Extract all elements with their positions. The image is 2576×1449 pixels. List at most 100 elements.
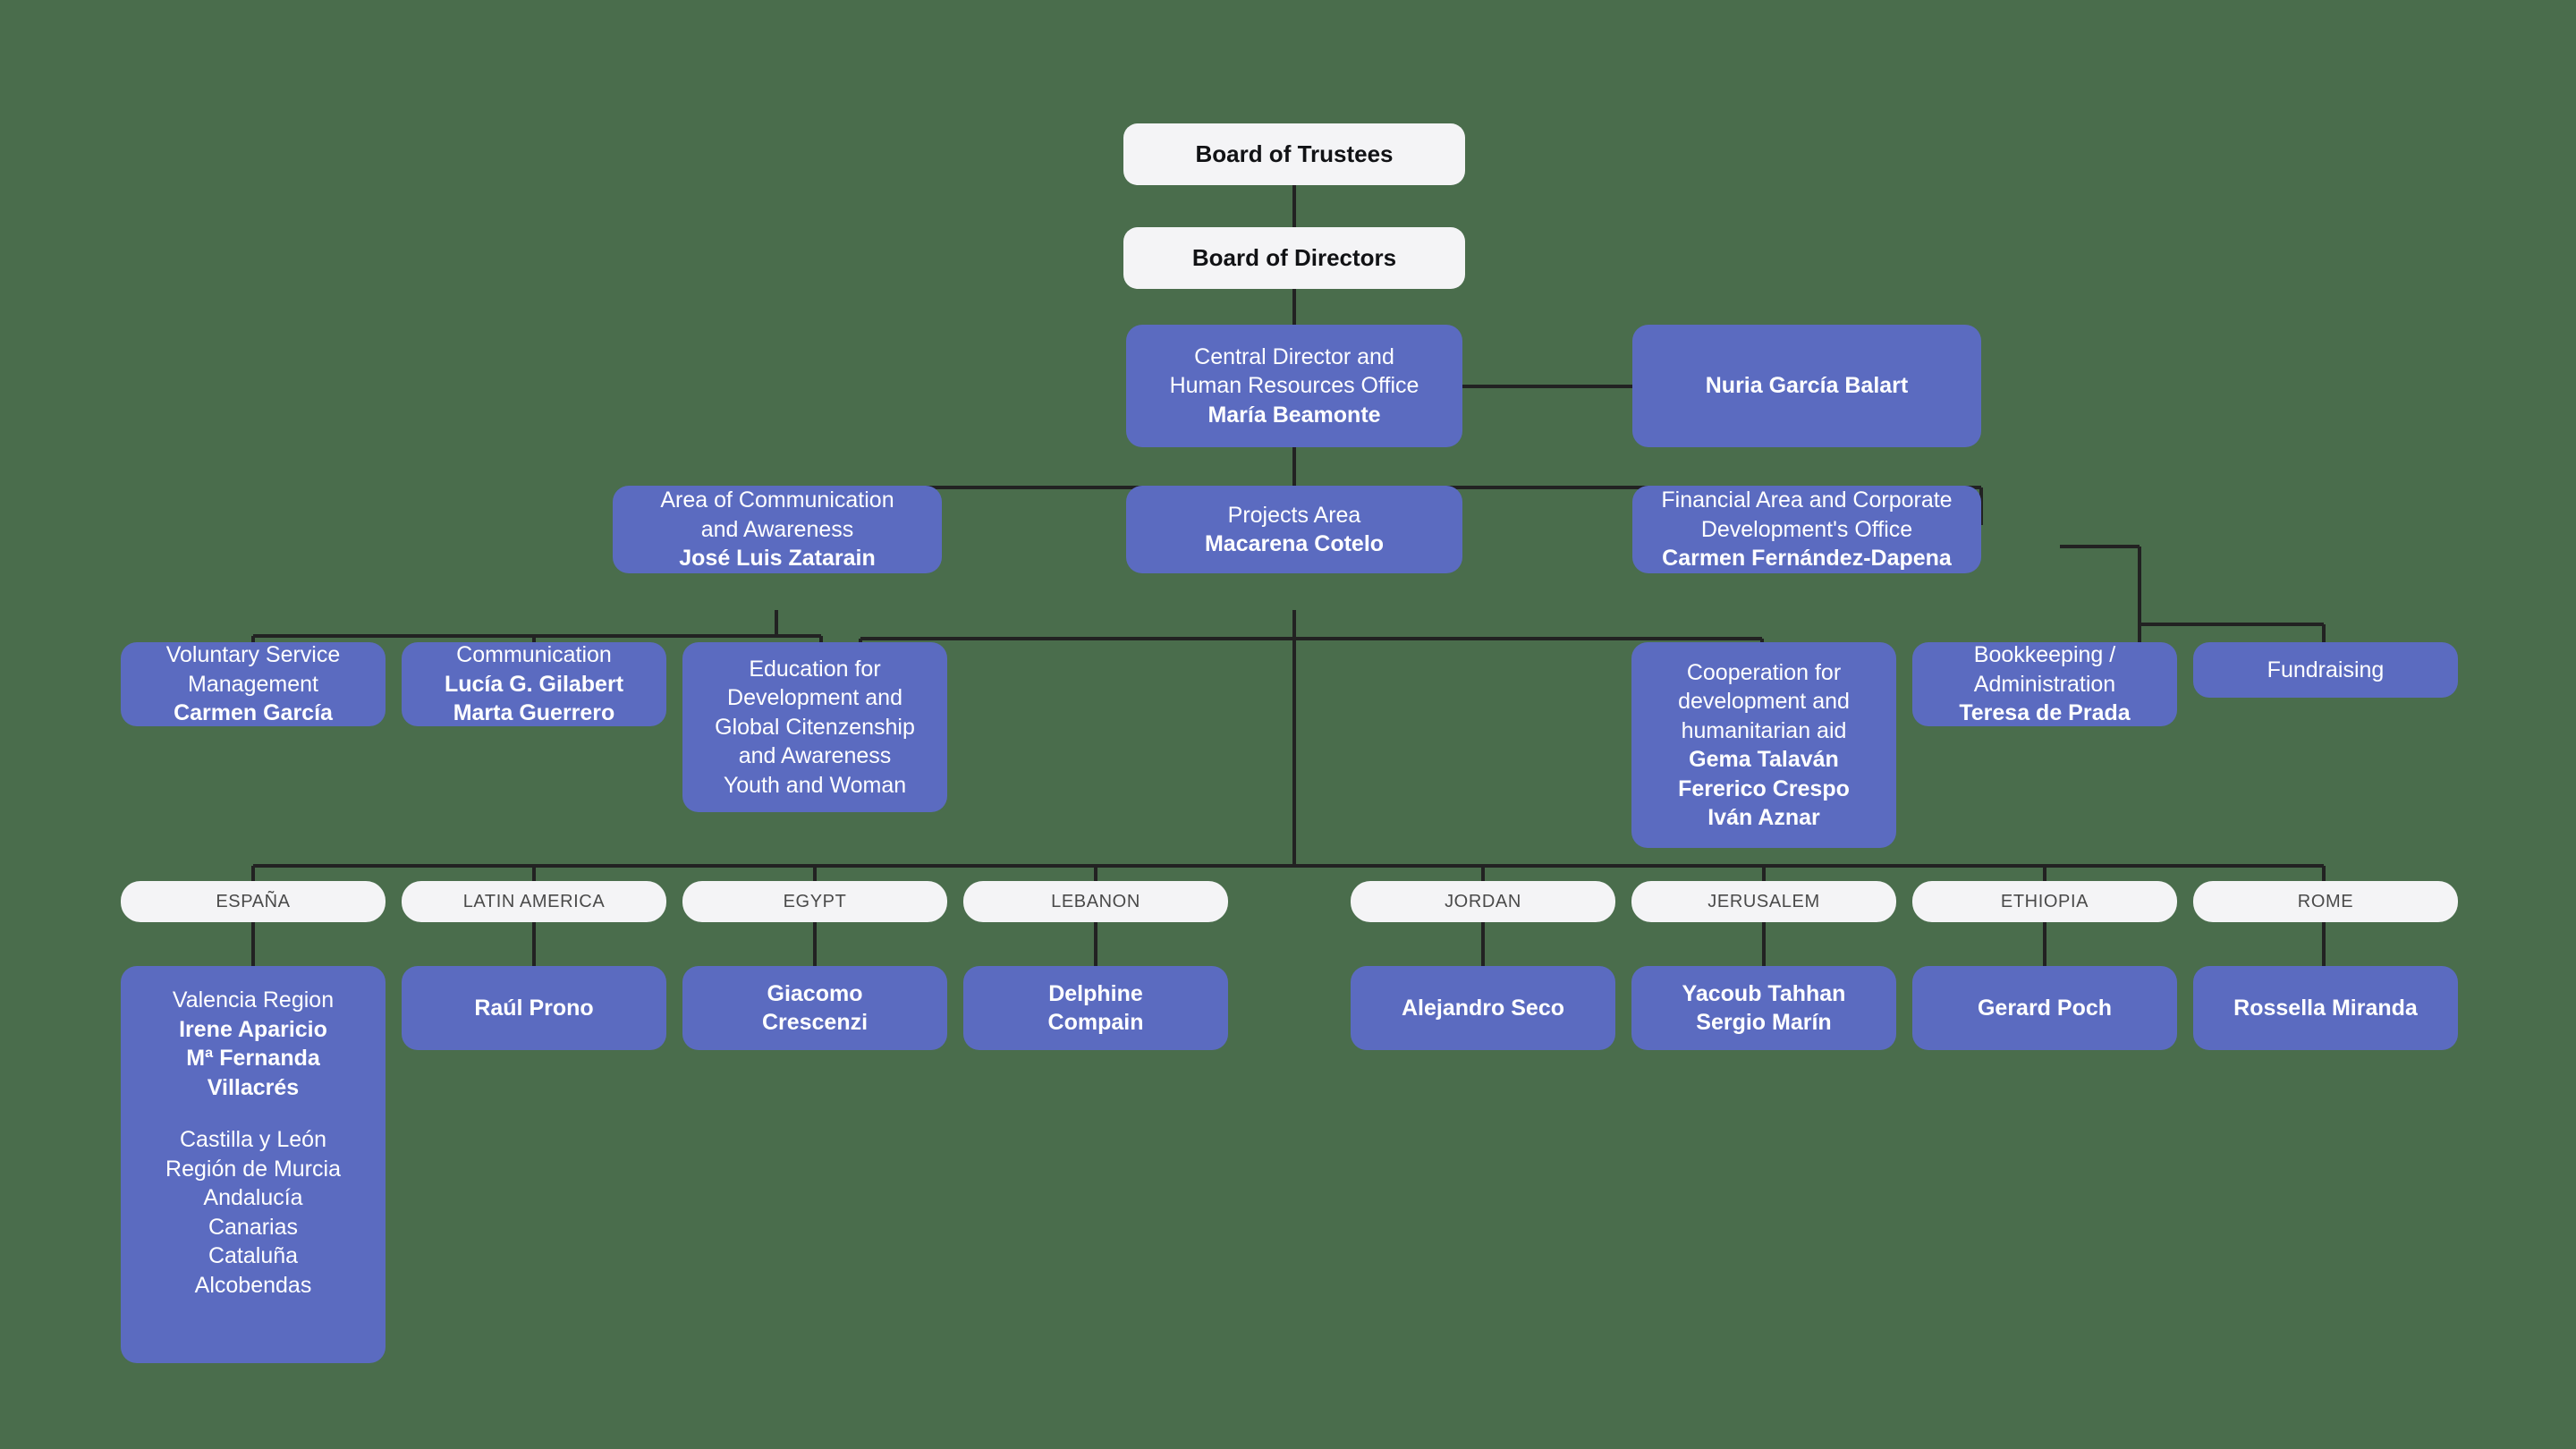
node-line: Management: [188, 671, 318, 697]
node-line: Cooperation for: [1686, 659, 1842, 685]
node-fundraising[interactable]: Fundraising: [2193, 642, 2458, 698]
node-lines: EGYPT: [691, 890, 938, 913]
node-line: Marta Guerrero: [453, 700, 615, 726]
node-line: Villacrés: [207, 1074, 300, 1100]
node-line: Alcobendas: [194, 1272, 312, 1298]
node-line: Gema Talaván: [1689, 747, 1839, 772]
pill-egypt[interactable]: EGYPT: [682, 881, 947, 922]
node-line: ESPAÑA: [216, 892, 291, 911]
node-line: Mª Fernanda: [186, 1046, 320, 1071]
pill-lebanon[interactable]: LEBANON: [963, 881, 1228, 922]
node-line: Crescenzi: [761, 1010, 869, 1035]
node-line: Sergio Marín: [1696, 1010, 1832, 1035]
node-line: JORDAN: [1445, 892, 1521, 911]
node-line: Rossella Miranda: [2233, 995, 2418, 1021]
node-line: Lucía G. Gilabert: [444, 671, 624, 697]
node-line: and Awareness: [700, 516, 854, 542]
node-raul-prono[interactable]: Raúl Prono: [402, 966, 666, 1050]
node-line: Board of Directors: [1191, 243, 1397, 271]
node-line-spacer: [133, 1102, 373, 1125]
pill-jerusalem[interactable]: JERUSALEM: [1631, 881, 1896, 922]
node-line: Teresa de Prada: [1959, 700, 2131, 726]
node-line: Delphine: [1048, 980, 1143, 1006]
node-line: Area of Communication: [660, 487, 894, 513]
node-lines: Alejandro Seco: [1363, 994, 1603, 1023]
node-rossella-miranda[interactable]: Rossella Miranda: [2193, 966, 2458, 1050]
node-line: Human Resources Office: [1169, 373, 1419, 399]
node-gerard-poch[interactable]: Gerard Poch: [1912, 966, 2177, 1050]
node-lines: Board of Trustees: [1136, 140, 1453, 170]
node-line: ETHIOPIA: [2000, 892, 2089, 911]
node-line: Iván Aznar: [1707, 805, 1820, 830]
node-line: and Awareness: [738, 743, 892, 769]
node-lines: JERUSALEM: [1640, 890, 1887, 913]
node-lines: ESPAÑA: [130, 890, 377, 913]
node-line: JERUSALEM: [1707, 892, 1820, 911]
node-line: Irene Aparicio: [179, 1016, 327, 1042]
node-board-of-trustees[interactable]: Board of Trustees: [1123, 123, 1465, 185]
node-line: Raúl Prono: [474, 995, 594, 1021]
node-lines: Board of Directors: [1136, 243, 1453, 274]
node-line: Development and: [727, 685, 902, 711]
node-line: Projects Area: [1227, 502, 1361, 528]
node-line: development and: [1678, 689, 1850, 714]
node-line: Youth and Woman: [723, 772, 907, 798]
node-line: Board of Trustees: [1195, 140, 1394, 167]
node-lines: Nuria García Balart: [1645, 371, 1969, 401]
node-line: Valencia Region: [172, 987, 335, 1013]
node-line: ROME: [2297, 892, 2354, 911]
node-lines: ROME: [2202, 890, 2449, 913]
pill-rome[interactable]: ROME: [2193, 881, 2458, 922]
node-line: María Beamonte: [1208, 402, 1381, 428]
node-line: Canarias: [208, 1214, 299, 1240]
pill-latin-america[interactable]: LATIN AMERICA: [402, 881, 666, 922]
node-nuria-garcia-balart[interactable]: Nuria García Balart: [1632, 325, 1981, 447]
node-line: Cataluña: [208, 1243, 299, 1268]
node-line: Gerard Poch: [1977, 995, 2113, 1021]
node-lines: ETHIOPIA: [1921, 890, 2168, 913]
node-line: Macarena Cotelo: [1204, 531, 1385, 556]
node-line: Bookkeeping /: [1973, 642, 2116, 668]
pill-jordan[interactable]: JORDAN: [1351, 881, 1615, 922]
node-line: Castilla y León: [180, 1127, 326, 1152]
node-line: LATIN AMERICA: [462, 892, 606, 911]
node-line: Education for: [749, 656, 881, 682]
node-line: Alejandro Seco: [1402, 995, 1564, 1021]
pill-ethiopia[interactable]: ETHIOPIA: [1912, 881, 2177, 922]
node-line: Región de Murcia: [165, 1156, 341, 1182]
node-alejandro-seco[interactable]: Alejandro Seco: [1351, 966, 1615, 1050]
pill-espana[interactable]: ESPAÑA: [121, 881, 386, 922]
node-board-of-directors[interactable]: Board of Directors: [1123, 227, 1465, 289]
node-line: Financial Area and Corporate: [1661, 487, 1953, 513]
node-lines: Raúl Prono: [414, 994, 654, 1023]
node-lines: LEBANON: [972, 890, 1219, 913]
node-line: Andalucía: [203, 1185, 303, 1210]
node-lines: JORDAN: [1360, 890, 1606, 913]
node-line: LEBANON: [1051, 892, 1140, 911]
node-line: Carmen García: [174, 700, 333, 726]
node-lines: Fundraising: [2206, 656, 2445, 685]
node-line: Carmen Fernández-Dapena: [1662, 546, 1952, 572]
node-line: Nuria García Balart: [1705, 373, 1909, 399]
